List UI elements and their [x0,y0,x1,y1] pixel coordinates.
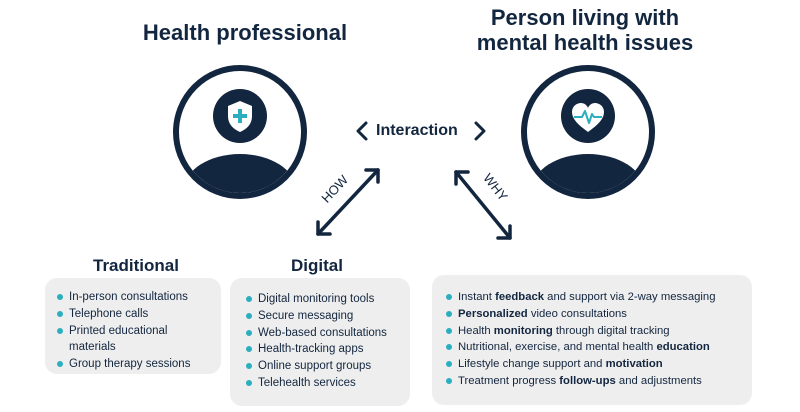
chevron-right-icon [474,121,486,141]
traditional-list: In-person consultations Telephone calls … [57,289,212,373]
traditional-box: In-person consultations Telephone calls … [45,278,221,374]
how-arrow [316,168,380,236]
list-item: In-person consultations [57,289,212,306]
list-item: Instant feedback and support via 2-way m… [446,289,715,306]
list-item: Personalized video consultations [446,306,715,323]
list-item: Digital monitoring tools [246,291,387,308]
why-list: Instant feedback and support via 2-way m… [446,289,715,390]
chevron-left-icon [356,121,368,141]
shield-cross-icon [228,101,252,132]
why-label: WHY [480,171,511,204]
list-item: Web-based consultations [246,325,387,342]
list-item: Telephone calls [57,306,212,323]
list-item: Online support groups [246,358,387,375]
digital-list: Digital monitoring tools Secure messagin… [246,291,387,392]
list-item: Lifestyle change support and motivation [446,356,715,373]
how-label: HOW [318,172,351,206]
health-professional-avatar [173,65,307,199]
list-item: Health-tracking apps [246,341,387,358]
why-box: Instant feedback and support via 2-way m… [432,275,752,405]
interaction-label: Interaction [376,122,458,139]
heart-pulse-icon [572,103,604,132]
person-title: Person living with mental health issues [476,5,694,55]
list-item: Group therapy sessions [57,356,212,373]
traditional-title: Traditional [93,256,179,275]
list-item: Nutritional, exercise, and mental health… [446,339,715,356]
list-item: Printed educational materials [57,323,197,357]
list-item: Secure messaging [246,308,387,325]
digital-box: Digital monitoring tools Secure messagin… [230,278,410,406]
why-arrow [454,170,512,240]
list-item: Telehealth services [246,375,387,392]
digital-title: Digital [291,256,343,275]
health-professional-title: Health professional [142,20,348,45]
list-item: Health monitoring through digital tracki… [446,323,715,340]
person-avatar [521,65,655,199]
list-item: Treatment progress follow-ups and adjust… [446,373,715,390]
